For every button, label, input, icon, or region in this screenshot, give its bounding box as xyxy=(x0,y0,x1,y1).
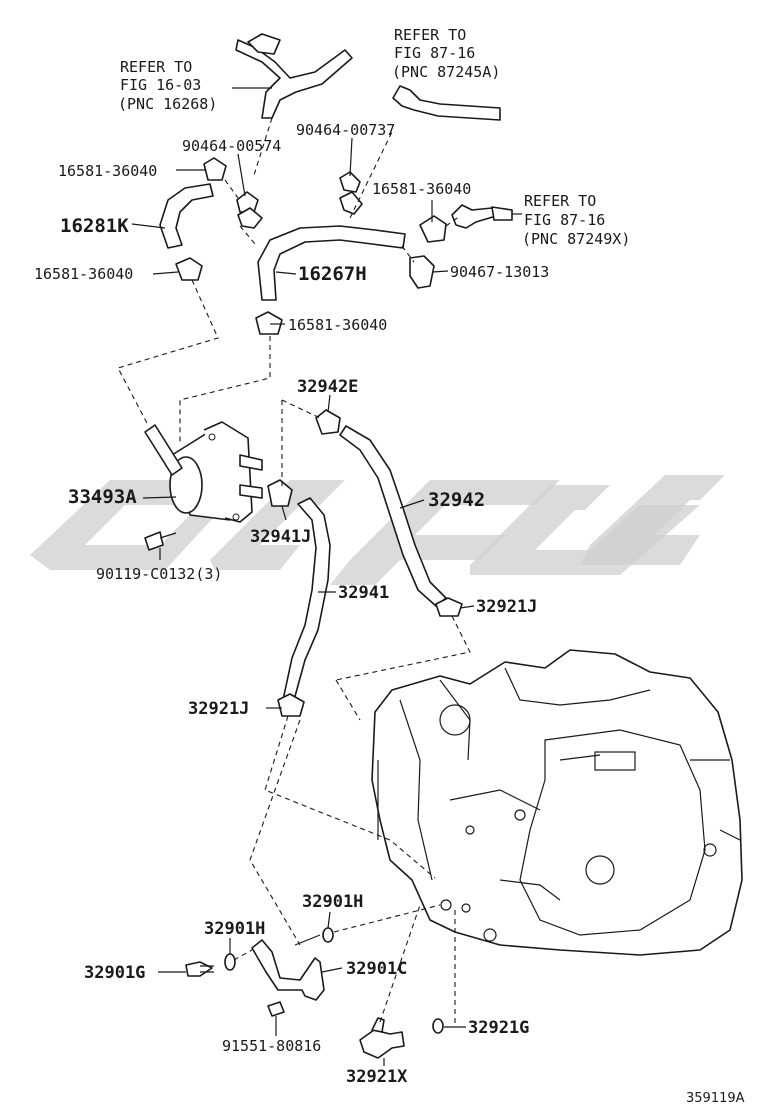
part-label[interactable]: 32921J xyxy=(476,597,537,617)
part-label[interactable]: 16267H xyxy=(298,263,367,285)
refer-note-line: REFER TO xyxy=(524,192,596,210)
oring-32921g xyxy=(432,1018,444,1034)
refer-note-87245a: REFER TO FIG 87-16 (PNC 87245A) xyxy=(392,26,500,81)
part-label[interactable]: 32942 xyxy=(428,489,485,511)
part-label[interactable]: 32901H xyxy=(204,919,265,939)
part-label[interactable]: 16281K xyxy=(60,215,129,237)
refer-note-line: FIG 16-03 xyxy=(120,76,201,94)
clamp-90464-00737 xyxy=(339,171,363,215)
part-label[interactable]: 33493A xyxy=(68,486,137,508)
bolt-90119 xyxy=(144,531,177,551)
clamp-32941j xyxy=(267,479,293,507)
part-label[interactable]: 32941 xyxy=(338,583,389,603)
connector-87249x-ref xyxy=(451,204,513,229)
part-label[interactable]: 16581-36040 xyxy=(58,162,157,180)
bolt-32901g xyxy=(185,961,214,977)
part-label[interactable]: 90464-00574 xyxy=(182,137,281,155)
part-label[interactable]: 32921X xyxy=(346,1067,408,1087)
refer-note-line: FIG 87-16 xyxy=(394,44,475,62)
pipe-87245a-ref xyxy=(392,85,501,121)
clamp-90467-13013 xyxy=(409,255,435,289)
clamp-90464-00574 xyxy=(236,191,263,229)
oil-cooler xyxy=(144,421,263,523)
part-label[interactable]: 32901G xyxy=(84,963,145,983)
refer-note-line: (PNC 87245A) xyxy=(392,63,500,81)
fitting-32921x xyxy=(359,1017,405,1059)
part-label[interactable]: 16581-36040 xyxy=(372,180,471,198)
clamp-16581-c xyxy=(175,257,203,281)
refer-note-line: (PNC 16268) xyxy=(118,95,217,113)
refer-note-line: (PNC 87249X) xyxy=(522,230,630,248)
pipe-16268-ref xyxy=(235,33,353,119)
refer-note-line: REFER TO xyxy=(120,58,192,76)
pipe-32901c xyxy=(251,934,325,1001)
part-label[interactable]: 32921J xyxy=(188,699,249,719)
transmission-housing xyxy=(371,649,743,956)
clamp-16581-a xyxy=(203,157,227,181)
part-label[interactable]: 32901H xyxy=(302,892,363,912)
clamp-16581-b xyxy=(419,215,447,243)
part-label[interactable]: 32901C xyxy=(346,959,407,979)
part-label[interactable]: 91551-80816 xyxy=(222,1037,321,1055)
hose-16281k xyxy=(159,183,214,249)
clamp-32921j-upper xyxy=(435,597,463,617)
washer-32901h-right xyxy=(322,927,334,943)
washer-32901h-left xyxy=(224,953,236,971)
refer-note-16268: REFER TO FIG 16-03 (PNC 16268) xyxy=(118,58,217,113)
part-label[interactable]: 32921G xyxy=(468,1018,529,1038)
part-label[interactable]: 16581-36040 xyxy=(288,316,387,334)
part-label[interactable]: 90467-13013 xyxy=(450,263,549,281)
assembly-lines xyxy=(117,117,471,1025)
leader-lines xyxy=(131,87,522,1066)
part-label[interactable]: 32942E xyxy=(297,377,358,397)
hose-32941 xyxy=(282,497,331,701)
refer-note-line: REFER TO xyxy=(394,26,466,44)
part-label[interactable]: 32941J xyxy=(250,527,311,547)
figure-code: 359119A xyxy=(686,1091,745,1106)
part-label[interactable]: 16581-36040 xyxy=(34,265,133,283)
hose-32942 xyxy=(339,425,447,607)
clamp-16581-d xyxy=(255,311,283,335)
watermark-logo xyxy=(30,475,725,585)
bolt-91551 xyxy=(267,1001,285,1017)
part-label[interactable]: 90119-C0132(3) xyxy=(96,565,222,583)
refer-note-87249x: REFER TO FIG 87-16 (PNC 87249X) xyxy=(522,192,630,248)
clamp-32942e xyxy=(315,409,341,435)
part-label[interactable]: 90464-00737 xyxy=(296,121,395,139)
clamp-32921j-lower xyxy=(277,693,305,717)
refer-note-line: FIG 87-16 xyxy=(524,211,605,229)
